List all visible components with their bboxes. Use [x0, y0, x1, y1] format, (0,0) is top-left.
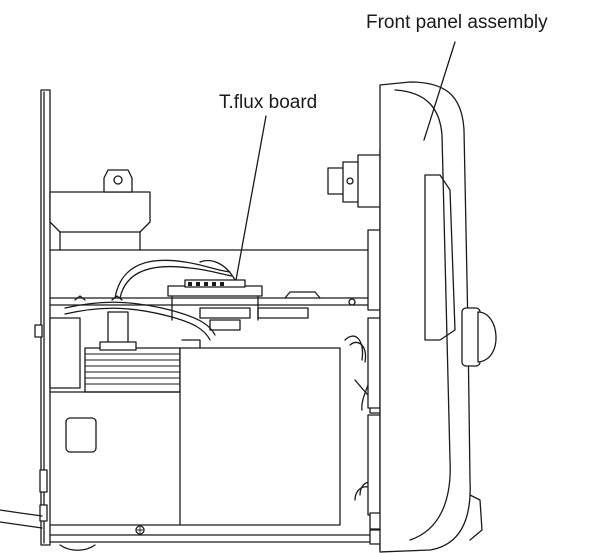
left-chassis-plate — [34, 89, 51, 546]
front-panel-assembly-label: Front panel assembly — [366, 12, 548, 33]
tflux-board-label: T.flux board — [219, 92, 318, 113]
rear-connector — [327, 154, 381, 208]
leader-lines — [235, 41, 456, 281]
tflux-board — [74, 279, 263, 321]
heat-sink — [49, 311, 181, 393]
internal-wiring — [64, 259, 236, 341]
front-panel-assembly — [379, 81, 497, 553]
upper-bracket — [49, 169, 151, 251]
power-cable — [0, 509, 43, 529]
base-rail — [49, 534, 381, 551]
power-unit-box — [49, 339, 341, 535]
